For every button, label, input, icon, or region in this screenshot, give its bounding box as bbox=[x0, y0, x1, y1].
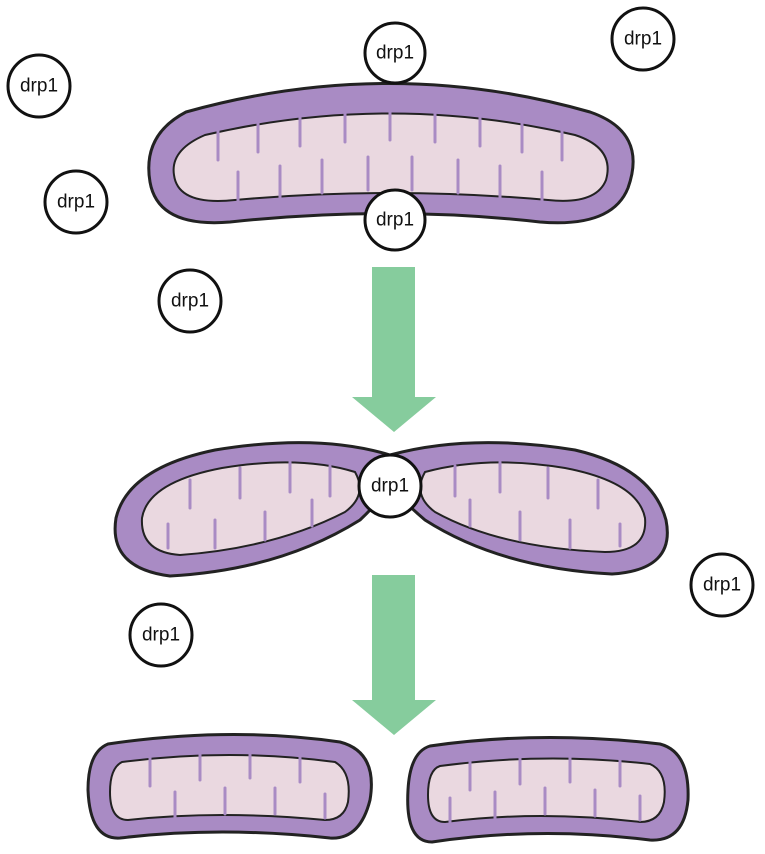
mitochondrion-intact bbox=[147, 82, 635, 225]
drp1-protein: drp1 bbox=[6, 53, 72, 119]
drp1-protein: drp1 bbox=[128, 602, 194, 668]
arrow-down-1 bbox=[352, 267, 436, 432]
inner-membrane bbox=[419, 461, 647, 554]
drp1-label: drp1 bbox=[624, 29, 662, 50]
mitochondrion-daughter-right bbox=[406, 735, 690, 844]
cristae bbox=[166, 460, 622, 550]
drp1-label: drp1 bbox=[171, 291, 209, 312]
drp1-label: drp1 bbox=[371, 476, 409, 497]
drp1-protein: drp1 bbox=[689, 552, 755, 618]
inner-membrane bbox=[108, 754, 350, 822]
drp1-label: drp1 bbox=[20, 76, 58, 97]
cristae bbox=[448, 752, 642, 824]
drp1-protein: drp1 bbox=[363, 21, 427, 85]
cristae bbox=[148, 748, 327, 820]
drp1-label: drp1 bbox=[376, 210, 414, 231]
cristae bbox=[216, 105, 564, 205]
drp1-protein: drp1 bbox=[157, 268, 223, 334]
inner-membrane bbox=[140, 461, 361, 557]
drp1-label: drp1 bbox=[376, 43, 414, 64]
drp1-protein-constriction: drp1 bbox=[357, 453, 423, 519]
mitochondrion-daughter-left bbox=[86, 733, 373, 840]
drp1-protein: drp1 bbox=[610, 6, 676, 72]
drp1-protein: drp1 bbox=[363, 188, 427, 252]
drp1-label: drp1 bbox=[57, 192, 95, 213]
drp1-protein: drp1 bbox=[43, 169, 109, 235]
mitochondrion-constricting bbox=[113, 441, 669, 578]
drp1-label: drp1 bbox=[703, 575, 741, 596]
arrow-down-2 bbox=[352, 575, 436, 735]
drp1-label: drp1 bbox=[142, 625, 180, 646]
